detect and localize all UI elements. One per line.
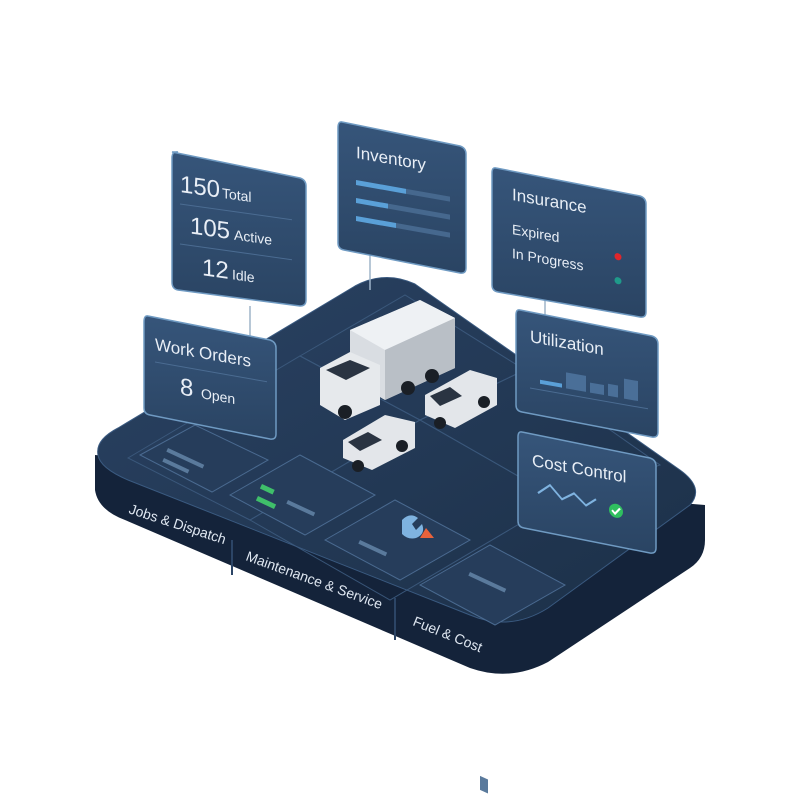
fleet-idle-number: 12 (202, 254, 229, 285)
module-tile-dispatch (138, 424, 270, 493)
fleet-total-label: Total (222, 185, 252, 205)
utilization-bars (540, 372, 638, 402)
utilization-card[interactable]: Utilization (515, 309, 659, 438)
inventory-bar-3 (356, 215, 396, 229)
van-front (343, 415, 415, 472)
cost-trend-line (537, 483, 597, 507)
work-orders-open-count: 8 (180, 374, 193, 403)
fleet-active-number: 105 (190, 213, 230, 245)
module-tile-maintenance (228, 454, 377, 536)
inventory-bar-2 (356, 198, 388, 209)
status-dot-in-progress (614, 277, 622, 285)
insurance-card[interactable]: Insurance Expired In Progress (491, 167, 647, 318)
check-icon (609, 503, 623, 518)
van-right (425, 370, 497, 429)
warning-icon (420, 528, 434, 538)
work-orders-open-label: Open (201, 385, 235, 407)
module-tile-fuel (418, 544, 567, 794)
box-truck (320, 300, 455, 420)
inventory-bar-1 (356, 180, 406, 194)
fleet-idle-label: Idle (232, 266, 255, 285)
fleet-stats-card[interactable]: 150 Total 105 Active 12 Idle (171, 151, 307, 307)
inventory-card[interactable]: Inventory (337, 121, 467, 274)
status-dot-expired (614, 253, 622, 261)
work-orders-card[interactable]: Work Orders 8 Open (143, 315, 277, 440)
module-tile-service (323, 499, 472, 581)
wrench-icon (402, 515, 424, 539)
fleet-active-label: Active (234, 227, 272, 248)
cost-control-card[interactable]: Cost Control (517, 431, 657, 554)
fleet-total-number: 150 (180, 171, 220, 203)
